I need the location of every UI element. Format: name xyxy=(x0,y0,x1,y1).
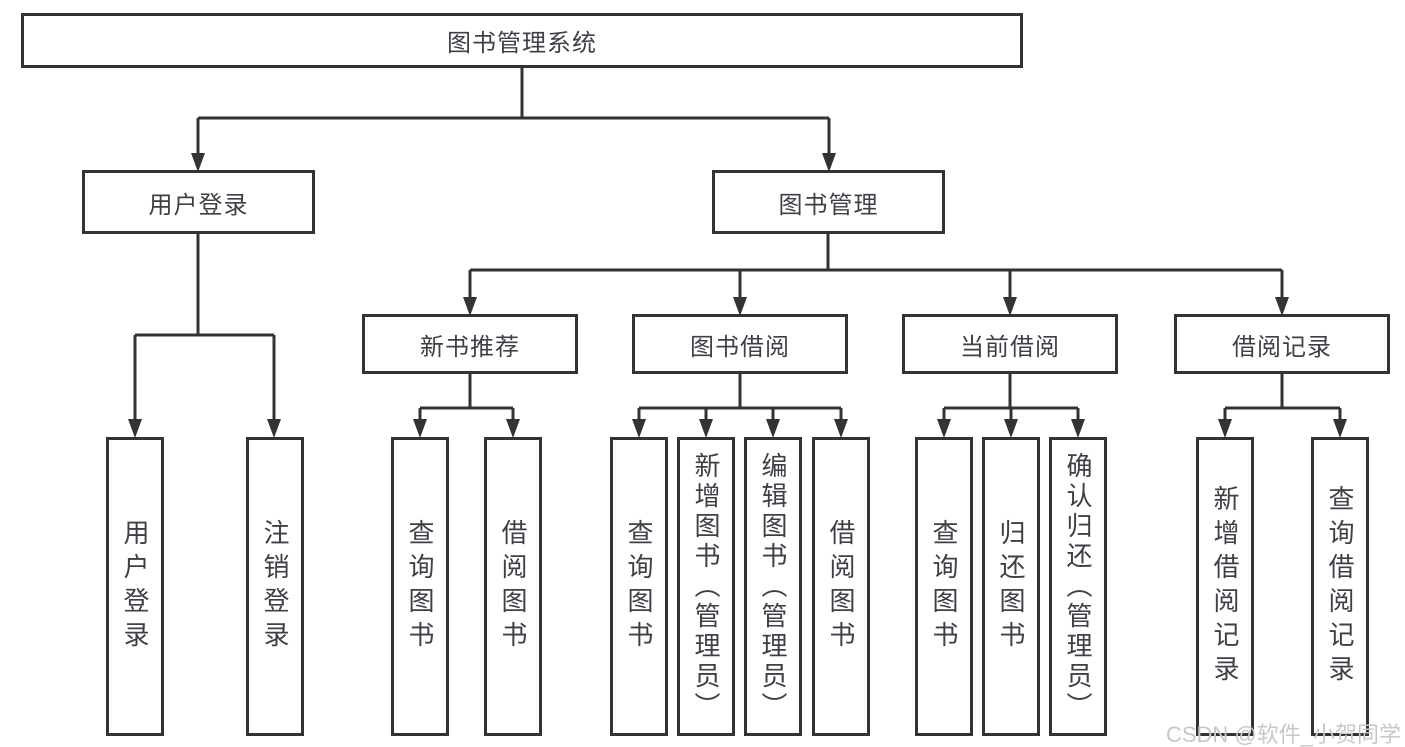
node-label: 新书推荐 xyxy=(420,333,520,361)
node-label: 新增图书（管理员） xyxy=(691,451,721,722)
node-label: 查询图书 xyxy=(405,518,435,655)
node-book-management: 图书管理 xyxy=(712,170,945,234)
node-label: 编辑图书（管理员） xyxy=(758,451,788,722)
connector-user-login-to-leaves xyxy=(128,233,281,438)
arrowhead-icon xyxy=(267,419,281,438)
leaf-query-book-newbook: 查询图书 xyxy=(391,437,449,736)
node-label: 借阅记录 xyxy=(1232,333,1332,361)
arrowhead-icon xyxy=(1218,419,1232,438)
leaf-query-book-borrow: 查询图书 xyxy=(610,437,668,736)
node-borrow-records: 借阅记录 xyxy=(1174,314,1390,374)
node-label: 查询借阅记录 xyxy=(1325,484,1355,689)
arrowhead-icon xyxy=(506,419,520,438)
node-label: 确认归还（管理员） xyxy=(1063,451,1093,722)
arrowhead-icon xyxy=(632,419,646,438)
arrowhead-icon xyxy=(937,419,951,438)
node-label: 用户登录 xyxy=(148,191,249,219)
leaf-return-book: 归还图书 xyxy=(982,437,1040,736)
node-label: 新增借阅记录 xyxy=(1210,484,1240,689)
leaf-user-login: 用户登录 xyxy=(106,437,164,736)
node-label: 归还图书 xyxy=(996,518,1026,655)
arrowhead-icon xyxy=(413,419,427,438)
node-label: 图书管理 xyxy=(778,191,879,219)
arrowhead-icon xyxy=(699,419,713,438)
node-label: 图书借阅 xyxy=(690,333,790,361)
arrowhead-icon xyxy=(834,419,848,438)
arrowhead-icon xyxy=(1004,419,1018,438)
arrowhead-icon xyxy=(1071,419,1085,438)
node-label: 图书管理系统 xyxy=(447,30,597,57)
leaf-add-book-admin: 新增图书（管理员） xyxy=(677,437,735,736)
node-root-system: 图书管理系统 xyxy=(21,13,1023,68)
leaf-borrow-book-newbook: 借阅图书 xyxy=(484,437,542,736)
connector-current-borrow-to-leaves xyxy=(937,374,1085,438)
node-current-borrow: 当前借阅 xyxy=(902,314,1118,374)
node-book-borrow: 图书借阅 xyxy=(632,314,848,374)
node-label: 查询图书 xyxy=(624,518,654,655)
arrowhead-icon xyxy=(1333,419,1347,438)
csdn-watermark: CSDN @软件_小贺同学 xyxy=(1165,722,1401,747)
leaf-query-book-current: 查询图书 xyxy=(915,437,973,736)
leaf-query-borrow-record: 查询借阅记录 xyxy=(1311,437,1369,736)
node-label: 用户登录 xyxy=(120,518,150,655)
connector-borrow-records-to-leaves xyxy=(1218,374,1347,438)
leaf-edit-book-admin: 编辑图书（管理员） xyxy=(744,437,802,736)
node-label: 借阅图书 xyxy=(826,518,856,655)
node-label: 当前借阅 xyxy=(960,333,1060,361)
node-new-book-recommend: 新书推荐 xyxy=(362,314,578,374)
connector-root-to-level2 xyxy=(191,68,836,172)
node-label: 借阅图书 xyxy=(498,518,528,655)
node-label: 注销登录 xyxy=(260,518,290,655)
connector-new-book-to-leaves xyxy=(413,374,520,438)
arrowhead-icon xyxy=(128,419,142,438)
connector-book-borrow-to-leaves xyxy=(632,374,848,438)
node-user-login: 用户登录 xyxy=(82,170,315,234)
connector-book-mgmt-to-level3 xyxy=(463,234,1289,316)
leaf-borrow-book: 借阅图书 xyxy=(812,437,870,736)
arrowhead-icon xyxy=(766,419,780,438)
leaf-logout: 注销登录 xyxy=(246,437,304,736)
node-label: 查询图书 xyxy=(929,518,959,655)
leaf-add-borrow-record: 新增借阅记录 xyxy=(1196,437,1254,736)
leaf-confirm-return-admin: 确认归还（管理员） xyxy=(1049,437,1107,736)
